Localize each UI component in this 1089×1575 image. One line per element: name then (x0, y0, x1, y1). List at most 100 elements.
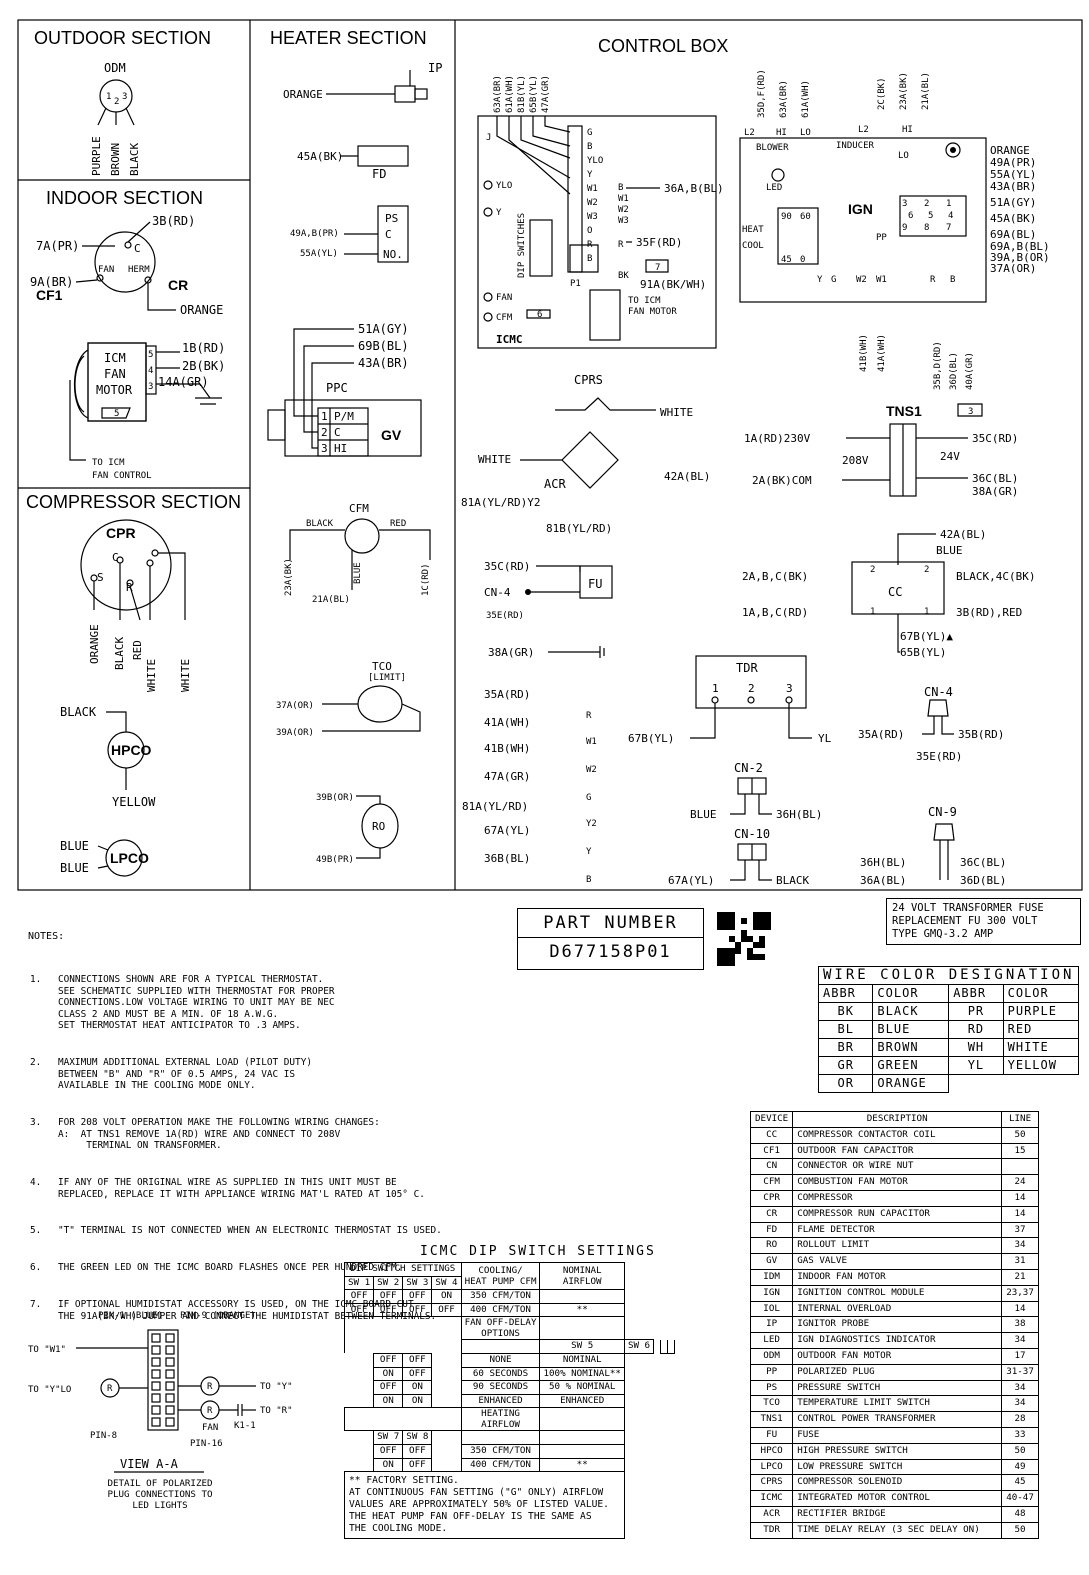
compressor-cpr: CPR C S R ORANGE BLACK RED WHITE WHITE (80, 519, 192, 692)
svg-text:ICM: ICM (104, 351, 126, 365)
fuse-fu: 35C(RD) CN-4 35E(RD) FU (484, 560, 613, 621)
device-code: CFM (749, 1174, 794, 1191)
svg-text:CPRS: CPRS (574, 373, 603, 387)
svg-text:YL: YL (818, 732, 832, 745)
svg-text:FU: FU (588, 577, 602, 591)
svg-text:1: 1 (106, 92, 111, 102)
svg-text:YLO: YLO (587, 156, 603, 166)
odm-motor: ODM 1 2 3 PURPLE BROWN BLACK (90, 61, 141, 176)
device-line: 28 (1001, 1411, 1039, 1428)
svg-text:38A(GR): 38A(GR) (488, 646, 534, 659)
svg-text:2: 2 (924, 565, 929, 575)
svg-text:36D(BL): 36D(BL) (960, 874, 1006, 887)
device-code: HPCO (749, 1442, 794, 1460)
svg-text:B: B (618, 183, 623, 193)
svg-text:BK: BK (618, 271, 629, 281)
svg-text:47A(GR): 47A(GR) (484, 770, 530, 783)
fuse-note: 24 VOLT TRANSFORMER FUSE REPLACEMENT FU … (886, 898, 1081, 945)
svg-text:CFM: CFM (496, 313, 513, 323)
svg-text:3B(RD),RED: 3B(RD),RED (956, 606, 1022, 619)
device-line: 31-37 (1001, 1363, 1039, 1381)
svg-text:FAN: FAN (104, 367, 126, 381)
svg-text:36C(BL): 36C(BL) (972, 472, 1018, 485)
svg-text:2: 2 (321, 426, 328, 439)
wiring-diagram: OUTDOOR SECTION INDOOR SECTION COMPRESSO… (17, 19, 1083, 891)
dip-switch-table: DIP SWITCH SETTINGS COOLING/ HEAT PUMP C… (343, 1261, 676, 1540)
svg-text:PIN-1 (BLUE): PIN-1 (BLUE) (98, 1311, 163, 1321)
svg-text:ICMC: ICMC (496, 333, 523, 346)
svg-text:45: 45 (781, 255, 792, 265)
svg-text:Y: Y (586, 847, 592, 857)
svg-text:81B(YL): 81B(YL) (517, 75, 527, 113)
svg-text:49A,B(PR): 49A,B(PR) (290, 229, 339, 239)
svg-text:Y2: Y2 (586, 819, 597, 829)
svg-text:37A(OR): 37A(OR) (990, 262, 1036, 275)
device-description: COMBUSTION FAN MOTOR (792, 1174, 1003, 1191)
svg-text:GV: GV (381, 427, 402, 443)
svg-text:BLOWER: BLOWER (756, 143, 789, 153)
svg-text:CFM: CFM (349, 502, 369, 515)
svg-text:65B(YL): 65B(YL) (900, 646, 946, 659)
svg-text:WHITE: WHITE (145, 659, 158, 692)
svg-text:C: C (134, 242, 141, 255)
svg-text:K1-1: K1-1 (234, 1421, 256, 1431)
svg-text:36A(BL): 36A(BL) (860, 874, 906, 887)
svg-text:35D,F(RD): 35D,F(RD) (757, 69, 767, 118)
device-description: HIGH PRESSURE SWITCH (792, 1442, 1003, 1460)
svg-text:ODM: ODM (104, 61, 126, 75)
device-description: COMPRESSOR CONTACTOR COIL (792, 1126, 1003, 1144)
device-line: 40-47 (1001, 1490, 1039, 1507)
svg-text:CN-2: CN-2 (734, 761, 763, 775)
svg-text:BLUE: BLUE (690, 808, 717, 821)
svg-text:69A,B(BL): 69A,B(BL) (990, 240, 1050, 253)
device-line: 23,37 (1001, 1284, 1039, 1302)
svg-text:36C(BL): 36C(BL) (960, 856, 1006, 869)
device-line: 49 (1001, 1458, 1039, 1476)
svg-text:WHITE: WHITE (478, 453, 511, 466)
svg-text:3: 3 (786, 682, 793, 695)
wire-color-title: WIRE COLOR DESIGNATION (817, 966, 1080, 985)
svg-text:36B(BL): 36B(BL) (484, 852, 530, 865)
svg-text:PPC: PPC (326, 381, 348, 395)
svg-text:R: R (207, 1382, 213, 1392)
svg-text:81A(YL/RD): 81A(YL/RD) (462, 800, 528, 813)
device-description: CONTROL POWER TRANSFORMER (792, 1411, 1003, 1428)
svg-text:Y: Y (817, 275, 823, 285)
svg-text:Y: Y (587, 170, 593, 180)
device-line: 24 (1001, 1174, 1039, 1191)
part-number-box: PART NUMBER D677158P01 (517, 908, 704, 970)
device-line: 45 (1001, 1474, 1039, 1492)
svg-text:1: 1 (946, 199, 951, 209)
note-5: 5."T" TERMINAL IS NOT CONNECTED WHEN AN … (30, 1225, 442, 1237)
svg-text:2C(BK): 2C(BK) (877, 77, 887, 110)
svg-text:FAN: FAN (496, 293, 512, 303)
svg-text:3: 3 (122, 92, 127, 102)
svg-text:TO "R": TO "R" (260, 1406, 293, 1416)
device-line: 14 (1001, 1205, 1039, 1223)
svg-text:INDUCER: INDUCER (836, 141, 875, 151)
svg-text:TO "Y"LO: TO "Y"LO (28, 1385, 71, 1395)
svg-text:MOTOR: MOTOR (96, 383, 133, 397)
device-description: COMPRESSOR RUN CAPACITOR (792, 1205, 1003, 1223)
svg-text:PIN-8: PIN-8 (90, 1431, 117, 1441)
svg-text:2B(BK): 2B(BK) (182, 359, 225, 373)
svg-text:38A(GR): 38A(GR) (972, 485, 1018, 498)
compressor-solenoid-acr: CPRS WHITE WHITE ACR 42A(BL) 81A(YL/RD)Y… (461, 373, 710, 535)
svg-text:COOL: COOL (742, 241, 764, 251)
svg-text:49A(PR): 49A(PR) (990, 156, 1036, 169)
svg-text:91A(BK/WH): 91A(BK/WH) (640, 278, 706, 291)
device-description: INTERNAL OVERLOAD (792, 1300, 1003, 1318)
device-code: CN (749, 1158, 794, 1176)
svg-text:3B(RD): 3B(RD) (152, 214, 195, 228)
svg-text:LED: LED (766, 183, 782, 193)
